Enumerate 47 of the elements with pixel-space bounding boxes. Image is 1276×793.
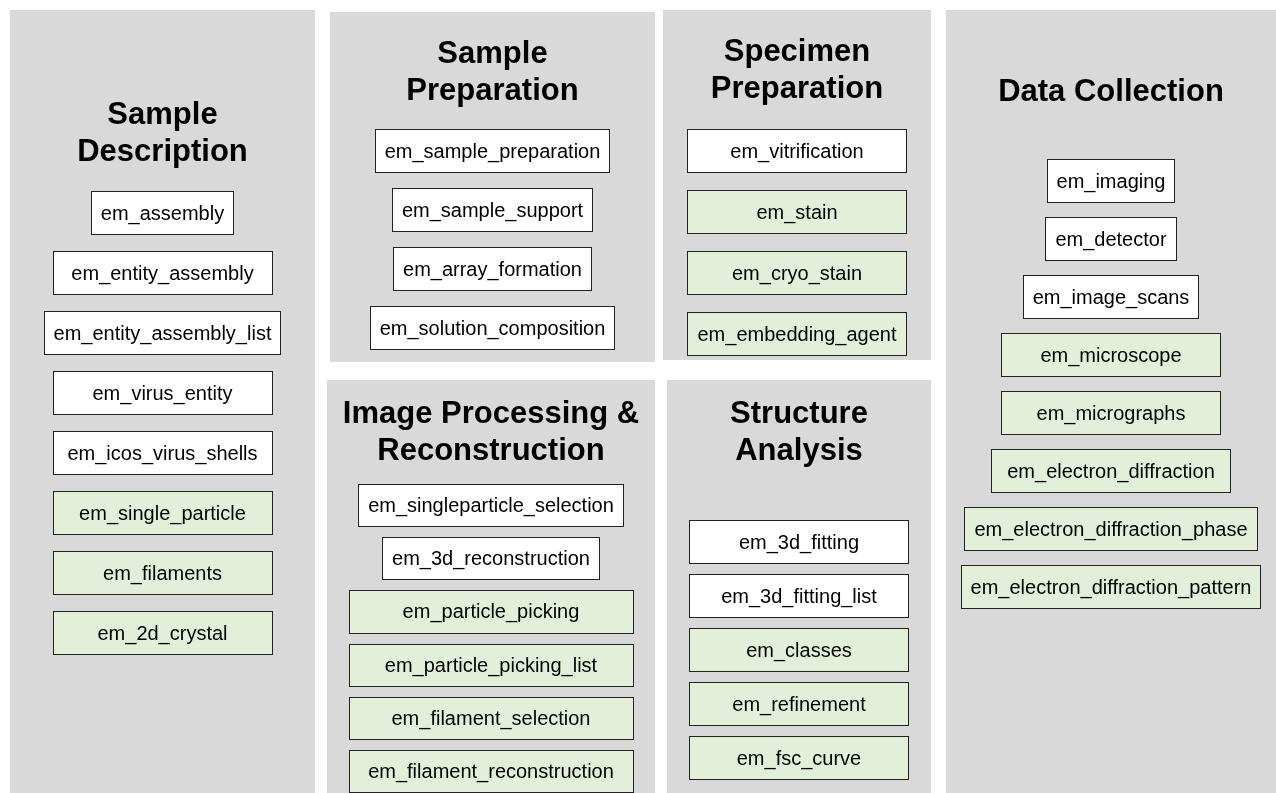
table-name-box: em_electron_diffraction_phase bbox=[964, 507, 1258, 551]
panel-title: Specimen Preparation bbox=[709, 32, 885, 106]
table-name-box: em_fsc_curve bbox=[689, 736, 909, 780]
table-name-box: em_assembly bbox=[90, 191, 235, 235]
table-name-box: em_microscope bbox=[1001, 333, 1221, 377]
panel-title: Structure Analysis bbox=[729, 394, 869, 468]
table-name-box: em_filament_selection bbox=[348, 696, 634, 740]
table-name-box: em_3d_reconstruction bbox=[382, 537, 600, 581]
table-name-box: em_3d_fitting_list bbox=[689, 574, 909, 618]
table-name-box: em_filaments bbox=[52, 551, 273, 595]
table-name-box: em_cryo_stain bbox=[687, 251, 907, 295]
table-name-box: em_3d_fitting bbox=[689, 520, 909, 564]
table-name-box: em_single_particle bbox=[52, 491, 273, 535]
table-name-box: em_entity_assembly_list bbox=[43, 311, 282, 355]
table-name-box: em_filament_reconstruction bbox=[348, 749, 634, 793]
group-panel bbox=[330, 12, 655, 362]
table-name-box: em_classes bbox=[689, 628, 909, 672]
table-name-box: em_2d_crystal bbox=[52, 611, 273, 655]
table-name-box: em_sample_support bbox=[391, 188, 594, 232]
table-name-box: em_solution_composition bbox=[369, 306, 616, 350]
panel-title: Image Processing & Reconstruction bbox=[341, 394, 641, 468]
table-name-box: em_electron_diffraction bbox=[991, 449, 1231, 493]
group-panel bbox=[663, 10, 931, 360]
group-panel bbox=[667, 380, 931, 793]
table-name-box: em_particle_picking_list bbox=[348, 643, 634, 687]
panel-title: Sample Preparation bbox=[405, 34, 580, 108]
table-name-box: em_image_scans bbox=[1022, 275, 1200, 319]
table-name-box: em_virus_entity bbox=[52, 371, 273, 415]
table-name-box: em_micrographs bbox=[1001, 391, 1221, 435]
table-name-box: em_electron_diffraction_pattern bbox=[960, 565, 1262, 609]
table-name-box: em_singleparticle_selection bbox=[358, 484, 624, 528]
group-panel bbox=[327, 380, 655, 793]
table-name-box: em_sample_preparation bbox=[374, 129, 611, 173]
table-name-box: em_vitrification bbox=[687, 129, 907, 173]
group-panel bbox=[10, 10, 315, 793]
table-name-box: em_particle_picking bbox=[348, 590, 634, 634]
table-name-box: em_detector bbox=[1045, 217, 1177, 261]
table-name-box: em_icos_virus_shells bbox=[52, 431, 273, 475]
table-name-box: em_refinement bbox=[689, 682, 909, 726]
group-panel bbox=[946, 10, 1276, 793]
table-name-box: em_entity_assembly bbox=[52, 251, 273, 295]
table-name-box: em_array_formation bbox=[393, 247, 592, 291]
table-name-box: em_stain bbox=[687, 190, 907, 234]
panel-title: Sample Description bbox=[76, 95, 249, 169]
table-name-box: em_embedding_agent bbox=[687, 312, 907, 356]
panel-title: Data Collection bbox=[997, 72, 1225, 109]
table-name-box: em_imaging bbox=[1046, 159, 1176, 203]
